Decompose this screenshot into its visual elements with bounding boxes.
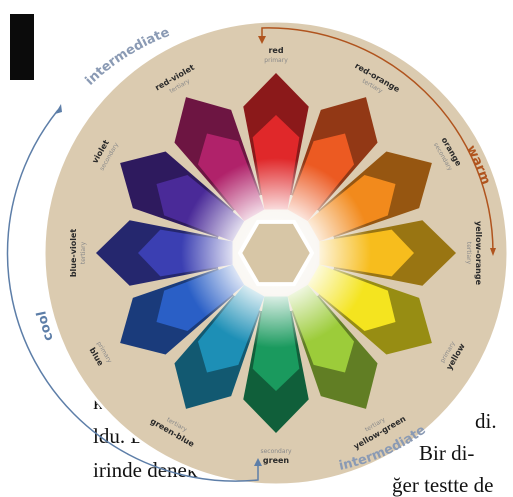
cool-arrow-top — [55, 104, 62, 114]
color-name: blue-violet — [69, 229, 78, 278]
warm-arc — [261, 27, 494, 253]
body-text-line-2-right: Bir di- — [419, 441, 475, 465]
heading-mark — [10, 14, 34, 80]
body-text-line-1-right: di. — [475, 409, 497, 433]
body-text-line-3-right: ğer testte de — [392, 473, 494, 497]
center-hexagon — [237, 219, 315, 287]
cool-arrow-bottom — [254, 458, 262, 466]
cool-arc — [6, 109, 259, 482]
warm-arrow-bottom — [490, 248, 496, 256]
warm-arrow-top — [258, 36, 266, 44]
color-name: green — [263, 456, 290, 465]
color-type: secondary — [260, 448, 292, 455]
color-name: red — [268, 46, 283, 55]
color-type: tertiary — [465, 242, 472, 265]
color-type: primary — [264, 57, 288, 64]
color-name: yellow-orange — [474, 221, 483, 286]
body-text-line-3-left: irinde denek — [93, 458, 198, 482]
color-type: tertiary — [80, 241, 87, 264]
color-label-red: red primary — [264, 46, 288, 64]
